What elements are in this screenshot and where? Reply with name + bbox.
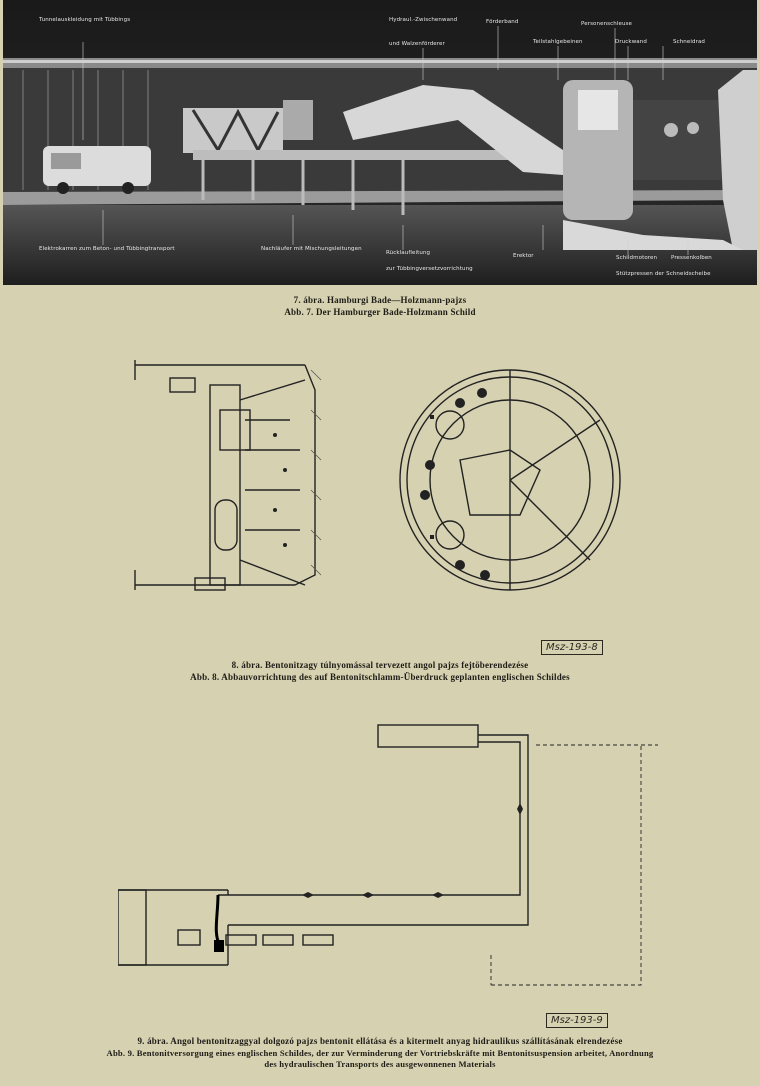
figure-9-caption-hu: 9. ábra. Angol bentonitzaggyal dolgozó p… bbox=[137, 1036, 623, 1046]
photo-label-bulkhead-parts: Teilstahlgebeinen bbox=[533, 39, 583, 45]
photo-label-support-presses: Stützpressen der Schneidscheibe bbox=[616, 271, 711, 277]
figure-7-caption-de: Abb. 7. Der Hamburger Bade-Holzmann Schi… bbox=[284, 307, 476, 317]
figure-8-caption-de: Abb. 8. Abbauvorrichtung des auf Bentoni… bbox=[190, 672, 570, 682]
figure-8-cutting-head bbox=[390, 365, 635, 600]
figure-9-stamp: Msz-193-9 bbox=[546, 1013, 608, 1028]
photo-label-shield-motor: Schildmotoren bbox=[616, 255, 658, 261]
photo-label-follow-frame: Nachläufer mit Mischungsleitungen bbox=[261, 246, 362, 252]
photo-label-erector: Erektor bbox=[513, 253, 534, 259]
photo-label-tunnel-lining: Tunnelauskleidung mit Tübbings bbox=[39, 17, 131, 23]
photo-label-conveyor: Förderband bbox=[486, 19, 519, 25]
figure-8-side-section bbox=[125, 350, 325, 595]
photo-label-gantry: zur Tübbingversetzvorrichtung bbox=[386, 266, 473, 272]
photo-label-cutting-wheel: Schneidrad bbox=[673, 39, 706, 45]
photo-label-transport-wagon: Elektrokarren zum Beton- und Tübbingtran… bbox=[39, 246, 175, 252]
figure-9-caption-de-line2: des hydraulischen Transports des ausgewo… bbox=[264, 1059, 496, 1069]
photo-label-belt-conveyor: und Walzenförderer bbox=[389, 41, 445, 47]
figure-8-stamp: Msz-193-8 bbox=[541, 640, 603, 655]
figure-7-caption-hu: 7. ábra. Hamburgi Bade—Holzmann-pajzs bbox=[293, 295, 467, 305]
figure-9-caption-de-line1: Abb. 9. Bentonitversorgung eines englisc… bbox=[106, 1048, 654, 1058]
figure-7-photo: Tunnelauskleidung mit Tübbings Hydraul.-… bbox=[3, 0, 757, 285]
photo-label-return-line: Rücklaufleitung bbox=[386, 250, 431, 256]
figure-9-layout bbox=[118, 715, 658, 1015]
figure-8-caption-hu: 8. ábra. Bentonitzagy túlnyomással terve… bbox=[231, 660, 529, 670]
photo-label-press-cylinder: Pressenkolben bbox=[671, 255, 712, 261]
photo-label-pressure-wall: Druckwand bbox=[615, 39, 647, 45]
photo-label-hydraulic-bulkhead: Hydraul.-Zwischenwand bbox=[389, 17, 458, 23]
photo-label-personnel-lock: Personenschleuse bbox=[581, 21, 632, 27]
